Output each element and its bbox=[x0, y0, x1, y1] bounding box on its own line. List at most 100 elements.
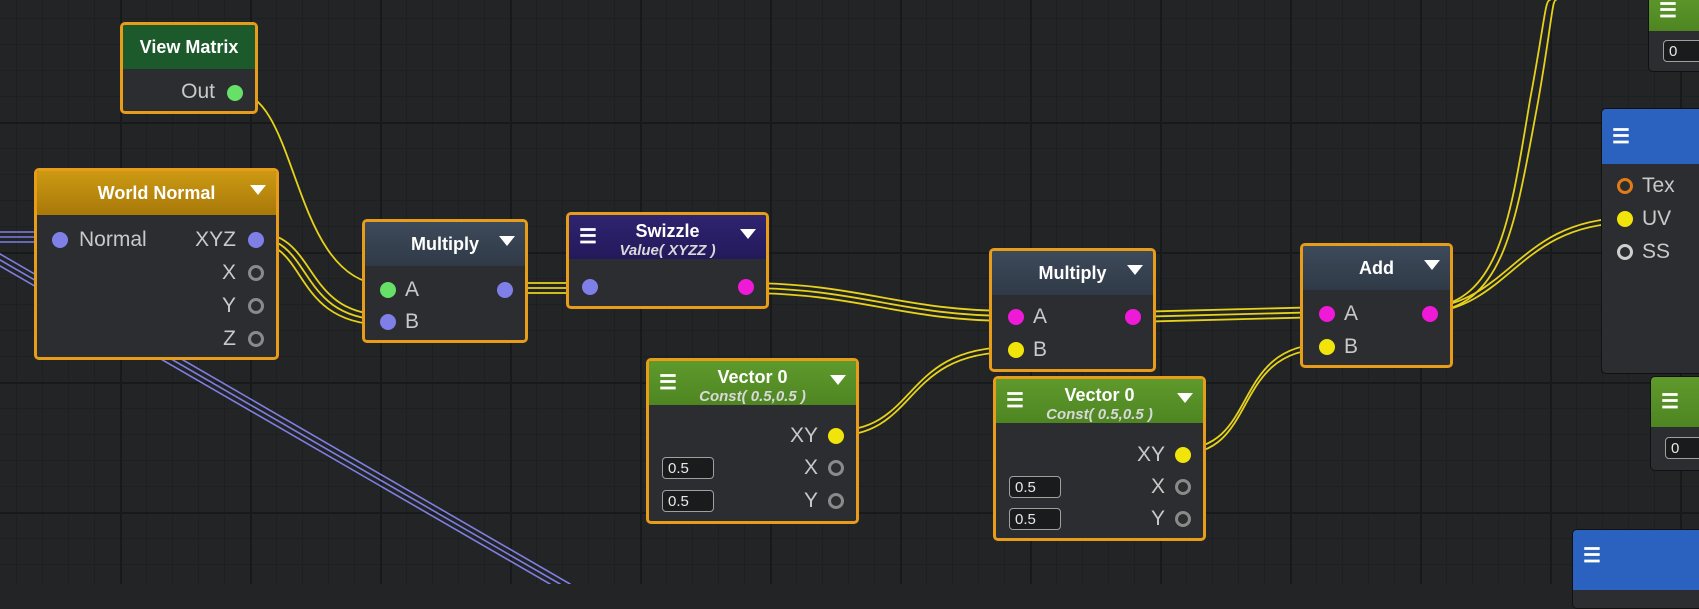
port-xy-pin[interactable] bbox=[1175, 447, 1191, 463]
port-ss-pin[interactable] bbox=[1617, 244, 1633, 260]
port-in-pin[interactable] bbox=[582, 279, 598, 295]
port-label-x: X bbox=[803, 456, 818, 479]
node-view-matrix[interactable]: View Matrix Out bbox=[120, 22, 258, 114]
node-header[interactable]: Multiply bbox=[365, 222, 525, 266]
node-header[interactable]: ☰ bbox=[1649, 0, 1699, 31]
port-x-pin[interactable] bbox=[1175, 479, 1191, 495]
port-x-pin[interactable] bbox=[828, 460, 844, 476]
port-out-pin[interactable] bbox=[227, 85, 243, 101]
port-b-pin[interactable] bbox=[1319, 339, 1335, 355]
port-tex-pin[interactable] bbox=[1617, 178, 1633, 194]
node-title: Swizzle bbox=[635, 221, 700, 241]
port-label-uv: UV bbox=[1642, 207, 1672, 230]
dropdown-arrow-icon[interactable] bbox=[740, 229, 756, 239]
menu-icon[interactable]: ☰ bbox=[1583, 545, 1601, 567]
port-label-x: X bbox=[221, 261, 236, 284]
menu-icon[interactable]: ☰ bbox=[579, 226, 597, 248]
port-label-a: A bbox=[1344, 302, 1359, 325]
dropdown-arrow-icon[interactable] bbox=[1127, 265, 1143, 275]
node-header[interactable]: World Normal bbox=[37, 171, 276, 215]
port-out-pin[interactable] bbox=[738, 279, 754, 295]
node-header[interactable]: ☰ bbox=[1573, 530, 1699, 590]
menu-icon[interactable]: ☰ bbox=[1612, 126, 1630, 148]
port-label-y: Y bbox=[803, 489, 818, 512]
port-label-xyz: XYZ bbox=[195, 228, 236, 251]
node-header[interactable]: ☰ Swizzle Value( XYZZ ) bbox=[569, 215, 766, 259]
wire-multiply2-to-add bbox=[1130, 306, 1327, 323]
y-value-field[interactable]: 0.5 bbox=[1009, 508, 1061, 530]
menu-icon[interactable]: ☰ bbox=[1659, 0, 1677, 22]
port-out-pin[interactable] bbox=[497, 282, 513, 298]
port-label-a: A bbox=[1033, 305, 1048, 328]
port-label-out: Out bbox=[181, 80, 215, 103]
port-label-x: X bbox=[1150, 475, 1165, 498]
port-label-y: Y bbox=[221, 294, 236, 317]
port-label-normal: Normal bbox=[79, 228, 147, 251]
x-value-field[interactable]: 0.5 bbox=[662, 457, 714, 479]
port-label-b: B bbox=[1033, 338, 1048, 361]
node-header[interactable]: ☰ bbox=[1651, 377, 1699, 427]
wire-add-to-top bbox=[1428, 0, 1557, 314]
node-header[interactable]: ☰ Vector 0 Const( 0.5,0.5 ) bbox=[649, 361, 856, 405]
node-title: Vector 0 bbox=[1064, 385, 1135, 405]
node-edge-top[interactable]: ☰ 0 bbox=[1648, 0, 1699, 72]
node-header[interactable]: ☰ bbox=[1602, 109, 1699, 164]
node-multiply-1[interactable]: Multiply A B bbox=[362, 219, 528, 343]
node-header[interactable]: Add bbox=[1303, 246, 1450, 290]
value-field[interactable]: 0 bbox=[1665, 437, 1699, 459]
node-title: World Normal bbox=[97, 183, 216, 203]
node-vector0-b[interactable]: ☰ Vector 0 Const( 0.5,0.5 ) XY 0.5 X 0.5… bbox=[993, 376, 1206, 541]
port-label-xy: XY bbox=[1136, 443, 1165, 466]
node-vector0-a[interactable]: ☰ Vector 0 Const( 0.5,0.5 ) XY 0.5 X 0.5… bbox=[646, 358, 859, 524]
dropdown-arrow-icon[interactable] bbox=[830, 375, 846, 385]
port-label-b: B bbox=[1344, 335, 1359, 358]
node-title: View Matrix bbox=[139, 37, 239, 57]
node-world-normal[interactable]: World Normal Normal XYZ X Y Z bbox=[34, 168, 279, 360]
node-title: Add bbox=[1359, 258, 1394, 278]
port-x-pin[interactable] bbox=[248, 265, 264, 281]
port-xyz-pin[interactable] bbox=[248, 232, 264, 248]
port-xy-pin[interactable] bbox=[828, 428, 844, 444]
node-header[interactable]: View Matrix bbox=[123, 25, 255, 69]
menu-icon[interactable]: ☰ bbox=[1006, 390, 1024, 412]
port-b-pin[interactable] bbox=[380, 314, 396, 330]
port-normal-pin[interactable] bbox=[52, 232, 68, 248]
node-texture-sample[interactable]: ☰ Tex UV SS bbox=[1601, 108, 1699, 374]
dropdown-arrow-icon[interactable] bbox=[499, 236, 515, 246]
port-y-pin[interactable] bbox=[1175, 511, 1191, 527]
wire-add-to-texture-uv bbox=[1428, 217, 1626, 314]
y-value-field[interactable]: 0.5 bbox=[662, 490, 714, 512]
node-multiply-2[interactable]: Multiply A B bbox=[989, 248, 1156, 372]
node-edge-mid[interactable]: ☰ 0 bbox=[1650, 376, 1699, 471]
dropdown-arrow-icon[interactable] bbox=[1177, 393, 1193, 403]
port-label-ss: SS bbox=[1642, 240, 1671, 263]
port-uv-pin[interactable] bbox=[1617, 211, 1633, 227]
wire-swizzle-to-multiply2 bbox=[743, 282, 1014, 322]
port-out-pin[interactable] bbox=[1422, 306, 1438, 322]
port-z-pin[interactable] bbox=[248, 331, 264, 347]
menu-icon[interactable]: ☰ bbox=[1661, 391, 1679, 413]
port-a-pin[interactable] bbox=[1319, 306, 1335, 322]
dropdown-arrow-icon[interactable] bbox=[1424, 260, 1440, 270]
wire-vector0a-to-multiply2 bbox=[832, 346, 1014, 437]
node-subtitle: Const( 0.5,0.5 ) bbox=[699, 388, 806, 405]
port-b-pin[interactable] bbox=[1008, 342, 1024, 358]
node-title: Multiply bbox=[1038, 263, 1107, 283]
x-value-field[interactable]: 0.5 bbox=[1009, 476, 1061, 498]
port-y-pin[interactable] bbox=[248, 298, 264, 314]
node-add[interactable]: Add A B bbox=[1300, 243, 1453, 368]
node-header[interactable]: ☰ Vector 0 Const( 0.5,0.5 ) bbox=[996, 379, 1203, 423]
node-subtitle: Value( XYZZ ) bbox=[619, 242, 716, 259]
port-a-pin[interactable] bbox=[1008, 309, 1024, 325]
node-header[interactable]: Multiply bbox=[992, 251, 1153, 295]
port-a-pin[interactable] bbox=[380, 282, 396, 298]
port-out-pin[interactable] bbox=[1125, 309, 1141, 325]
port-y-pin[interactable] bbox=[828, 493, 844, 509]
node-edge-bottom[interactable]: ☰ bbox=[1572, 529, 1699, 609]
node-swizzle[interactable]: ☰ Swizzle Value( XYZZ ) bbox=[566, 212, 769, 309]
dropdown-arrow-icon[interactable] bbox=[250, 185, 266, 195]
menu-icon[interactable]: ☰ bbox=[659, 372, 677, 394]
node-title: Multiply bbox=[411, 234, 479, 254]
value-field[interactable]: 0 bbox=[1663, 40, 1699, 62]
